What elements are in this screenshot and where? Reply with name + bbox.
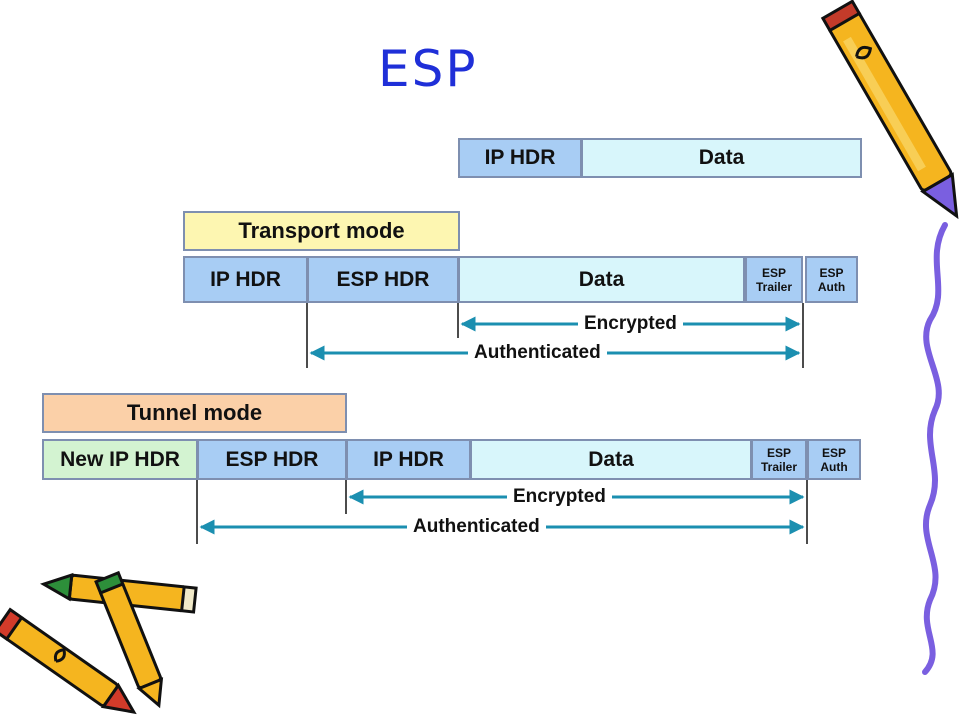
transport-authenticated-label: Authenticated (468, 342, 607, 364)
original-data: Data (581, 138, 862, 178)
tunnel-ip-hdr: IP HDR (346, 439, 471, 480)
transport-data: Data (458, 256, 745, 303)
transport-guide-lines (306, 303, 804, 368)
transport-esp-auth: ESP Auth (805, 256, 858, 303)
pencil-icon (820, 0, 959, 220)
tunnel-esp-auth: ESP Auth (807, 439, 861, 480)
page-title: ESP (378, 40, 478, 98)
original-ip-hdr: IP HDR (458, 138, 582, 178)
transport-esp-hdr: ESP HDR (307, 256, 459, 303)
tunnel-data: Data (470, 439, 752, 480)
crossed-pencils-icon (0, 570, 198, 715)
transport-ip-hdr: IP HDR (183, 256, 308, 303)
tunnel-esp-trailer: ESP Trailer (751, 439, 807, 480)
transport-encrypted-label: Encrypted (578, 313, 683, 335)
tunnel-encrypted-label: Encrypted (507, 486, 612, 508)
transport-mode-label: Transport mode (183, 211, 460, 251)
tunnel-guide-lines (196, 480, 808, 544)
tunnel-esp-hdr: ESP HDR (197, 439, 347, 480)
tunnel-new-ip-hdr: New IP HDR (42, 439, 198, 480)
tunnel-mode-label: Tunnel mode (42, 393, 347, 433)
tunnel-authenticated-label: Authenticated (407, 516, 546, 538)
squiggle-line (922, 222, 948, 675)
transport-esp-trailer: ESP Trailer (745, 256, 803, 303)
